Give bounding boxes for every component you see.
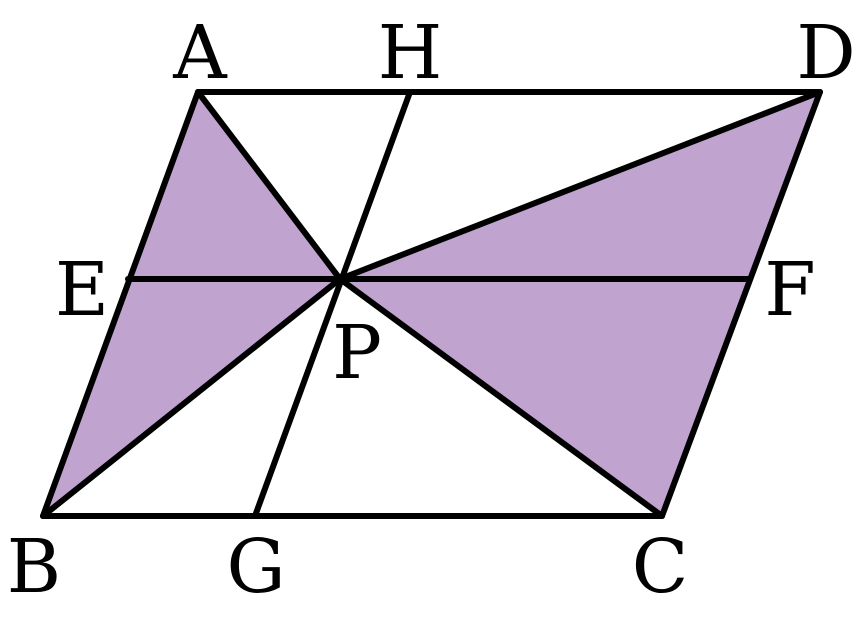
- label-h: H: [378, 10, 443, 96]
- segment-hg: [252, 89, 413, 519]
- label-a: A: [172, 10, 228, 96]
- label-p: P: [332, 310, 382, 396]
- side-dc: [659, 89, 823, 519]
- segment-bp: [40, 276, 343, 519]
- label-b: B: [7, 524, 61, 610]
- segment-ap: [195, 89, 343, 282]
- segment-cp: [337, 276, 665, 519]
- segments: [40, 89, 823, 519]
- label-f: F: [764, 247, 815, 333]
- label-e: E: [55, 247, 109, 333]
- segment-dp: [337, 89, 823, 282]
- label-g: G: [226, 524, 285, 610]
- label-d: D: [796, 10, 855, 96]
- shaded-regions: [43, 92, 820, 516]
- shaded-triangle-abp: [43, 92, 340, 516]
- label-c: C: [632, 524, 689, 610]
- point-labels: A H D E F P B G C: [7, 10, 856, 610]
- side-ba: [40, 89, 201, 519]
